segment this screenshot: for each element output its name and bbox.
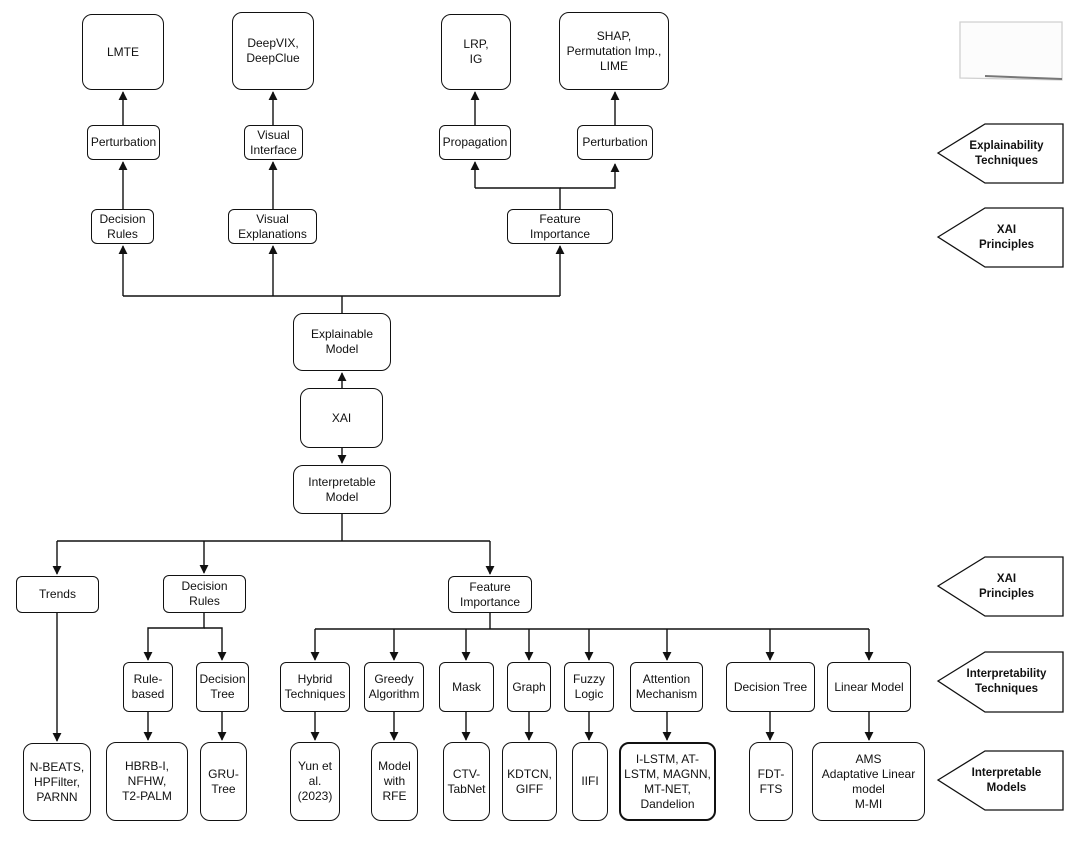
node-rule-based: Rule- based: [123, 662, 173, 712]
node-lrp: LRP, IG: [441, 14, 511, 90]
legend-explainability-techniques: Explainability Techniques: [969, 139, 1044, 167]
node-deepvix: DeepVIX, DeepClue: [232, 12, 314, 90]
node-fuzzy-logic: Fuzzy Logic: [564, 662, 614, 712]
node-hybrid-techniques: Hybrid Techniques: [280, 662, 350, 712]
node-trends: Trends: [16, 576, 99, 613]
node-feature-importance-bottom: Feature Importance: [448, 576, 532, 613]
node-linear-model: Linear Model: [827, 662, 911, 712]
legend-xai-principles-top: XAI Principles: [979, 223, 1034, 251]
node-xai: XAI: [300, 388, 383, 448]
node-mask: Mask: [439, 662, 494, 712]
node-hbrb: HBRB-I, NFHW, T2-PALM: [106, 742, 188, 821]
node-perturbation-right: Perturbation: [577, 125, 653, 160]
node-ctv: CTV- TabNet: [443, 742, 490, 821]
node-yun: Yun et al. (2023): [290, 742, 340, 821]
node-fdt: FDT- FTS: [749, 742, 793, 821]
node-decision-tree-small: Decision Tree: [196, 662, 249, 712]
node-visual-explanations: Visual Explanations: [228, 209, 317, 244]
node-model-rfe: Model with RFE: [371, 742, 418, 821]
node-propagation: Propagation: [439, 125, 511, 160]
legend-interpretable-models: Interpretable Models: [971, 766, 1042, 794]
node-ilstm: I-LSTM, AT- LSTM, MAGNN, MT-NET, Dandeli…: [619, 742, 716, 821]
node-shap: SHAP, Permutation Imp., LIME: [559, 12, 669, 90]
node-lmte: LMTE: [82, 14, 164, 90]
node-attention-mechanism: Attention Mechanism: [630, 662, 703, 712]
node-feature-importance-top: Feature Importance: [507, 209, 613, 244]
node-iifi: IIFI: [572, 742, 608, 821]
legend-xai-principles-bottom: XAI Principles: [979, 572, 1034, 600]
node-decision-rules-top: Decision Rules: [91, 209, 154, 244]
branch-decision-rules: [143, 613, 205, 661]
node-visual-interface: Visual Interface: [244, 125, 303, 160]
node-interpretable-model: Interpretable Model: [293, 465, 391, 514]
node-perturbation-left: Perturbation: [87, 125, 160, 160]
node-graph: Graph: [507, 662, 551, 712]
branch-decision-rules-right: [204, 627, 227, 661]
node-decision-tree-wide: Decision Tree: [726, 662, 815, 712]
node-decision-rules-bottom: Decision Rules: [163, 575, 246, 613]
node-nbeats: N-BEATS, HPFilter, PARNN: [23, 743, 91, 821]
node-gru-tree: GRU- Tree: [200, 742, 247, 821]
node-explainable-model: Explainable Model: [293, 313, 391, 371]
branch-feature-importance-right: [560, 163, 620, 189]
node-greedy-algorithm: Greedy Algorithm: [364, 662, 424, 712]
node-kdtcn: KDTCN, GIFF: [502, 742, 557, 821]
branch-feature-importance-to-techniques: [475, 187, 561, 209]
node-ams: AMS Adaptative Linear model M-MI: [812, 742, 925, 821]
legend-interpretability-techniques: Interpretability Techniques: [966, 668, 1047, 695]
